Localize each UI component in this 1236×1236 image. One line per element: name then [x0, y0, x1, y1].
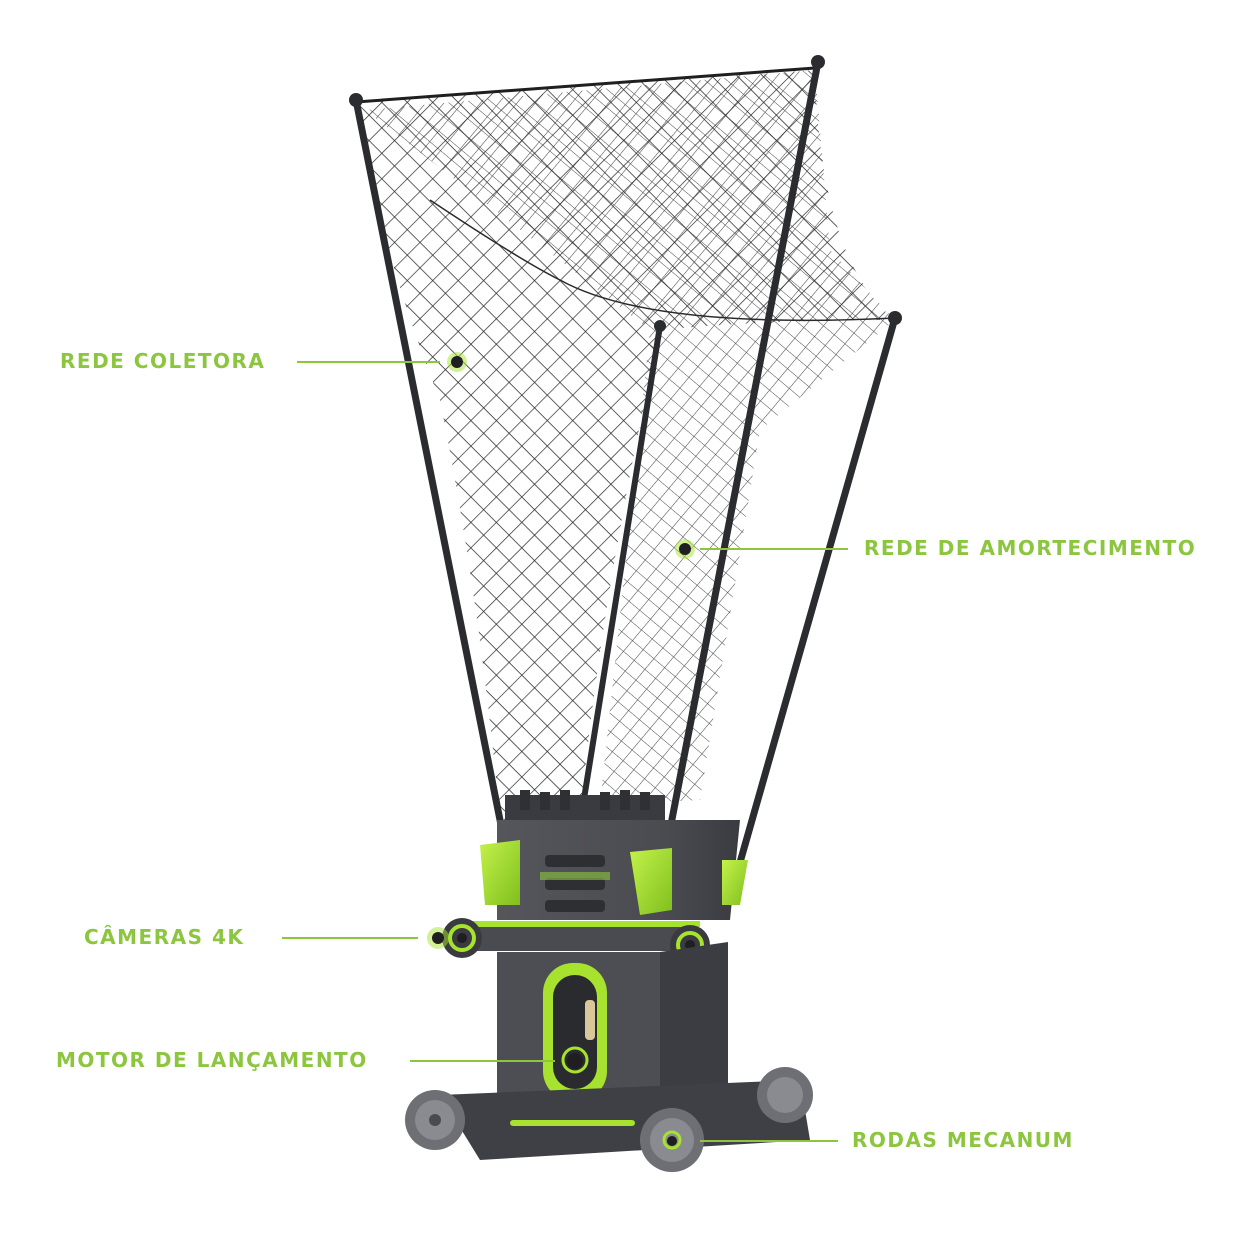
marker-motor [410, 1053, 583, 1069]
marker-cameras [282, 927, 449, 949]
frame-poles [352, 58, 899, 884]
label-motor-lancamento: MOTOR DE LANÇAMENTO [56, 1048, 368, 1072]
label-rede-amortecimento: REDE DE AMORTECIMENTO [864, 536, 1197, 560]
label-rodas-mecanum: RODAS MECANUM [852, 1128, 1074, 1152]
marker-rede-amortecimento [675, 539, 848, 559]
pole-tips [349, 55, 902, 332]
lower-housing [497, 942, 728, 1101]
upper-housing [480, 820, 748, 920]
label-cameras-4k: CÂMERAS 4K [84, 925, 245, 949]
chassis [440, 1080, 810, 1160]
callout-markers [282, 352, 848, 1146]
marker-rodas [667, 1136, 838, 1146]
label-rede-coletora: REDE COLETORA [60, 349, 266, 373]
marker-rede-coletora [297, 352, 467, 372]
collecting-net [355, 66, 896, 820]
